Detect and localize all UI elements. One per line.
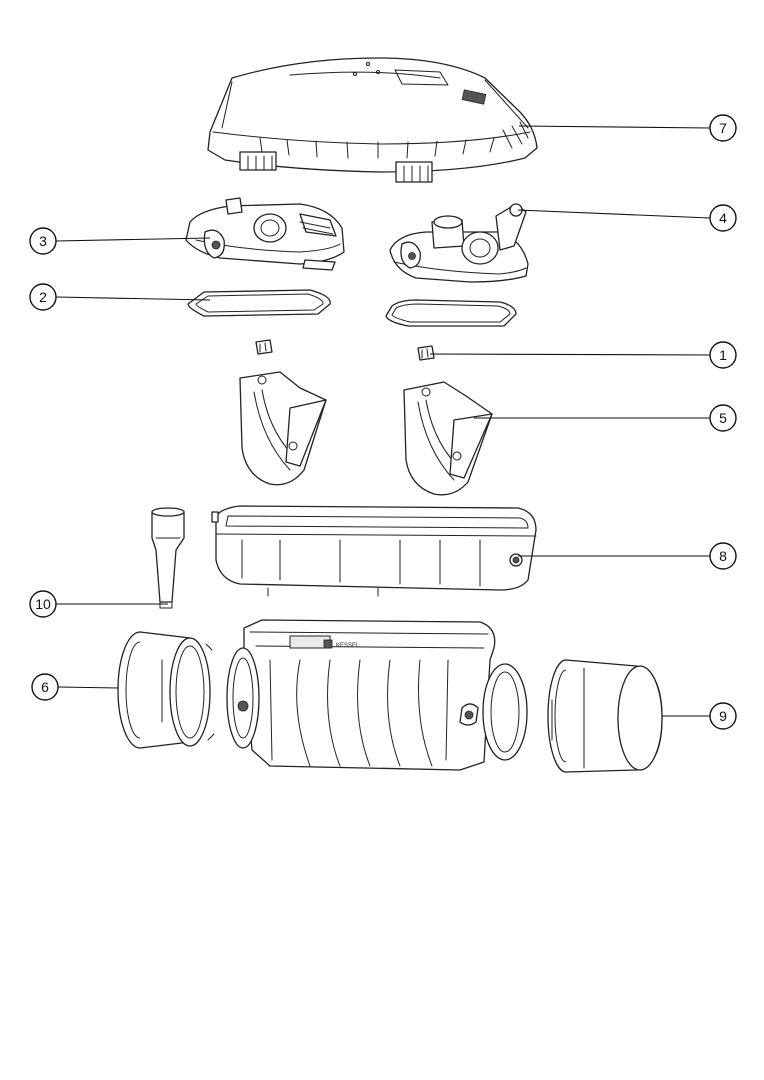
leader-6 xyxy=(57,686,119,689)
part-2-seals xyxy=(187,289,517,327)
callout-label-1: 1 xyxy=(719,347,727,363)
callout-8: 8 xyxy=(709,542,737,570)
part-9-connector-right xyxy=(547,659,663,773)
callout-10: 10 xyxy=(29,590,57,618)
leader-1 xyxy=(429,353,711,356)
part-1-clips xyxy=(255,339,435,361)
callout-5: 5 xyxy=(709,404,737,432)
callout-label-4: 4 xyxy=(719,210,727,226)
callout-4: 4 xyxy=(709,204,737,232)
part-3-valve-left xyxy=(185,197,345,271)
leader-3 xyxy=(55,237,211,242)
callout-7: 7 xyxy=(709,114,737,142)
part-6-connector-left xyxy=(117,631,215,749)
part-7-cover xyxy=(207,57,538,183)
leader-2 xyxy=(55,296,211,301)
callout-2: 2 xyxy=(29,283,57,311)
callout-label-2: 2 xyxy=(39,289,47,305)
callout-label-5: 5 xyxy=(719,410,727,426)
body-marking-text: KESSEL xyxy=(336,643,360,649)
part-8-frame xyxy=(211,505,537,597)
leader-4 xyxy=(517,209,711,219)
callout-9: 9 xyxy=(709,702,737,730)
callout-label-6: 6 xyxy=(41,679,49,695)
callout-3: 3 xyxy=(29,227,57,255)
callout-label-7: 7 xyxy=(719,120,727,136)
part-10-rod xyxy=(151,507,185,609)
part-4-valve-right xyxy=(389,203,529,283)
leader-7 xyxy=(518,125,711,129)
main-body: KESSEL xyxy=(226,619,528,771)
leader-lines xyxy=(55,125,711,717)
part-5-flaps xyxy=(239,371,493,496)
callout-1: 1 xyxy=(709,341,737,369)
callout-label-9: 9 xyxy=(719,708,727,724)
callout-label-10: 10 xyxy=(35,596,51,612)
callout-label-3: 3 xyxy=(39,233,47,249)
callout-6: 6 xyxy=(31,673,59,701)
callout-label-8: 8 xyxy=(719,548,727,564)
